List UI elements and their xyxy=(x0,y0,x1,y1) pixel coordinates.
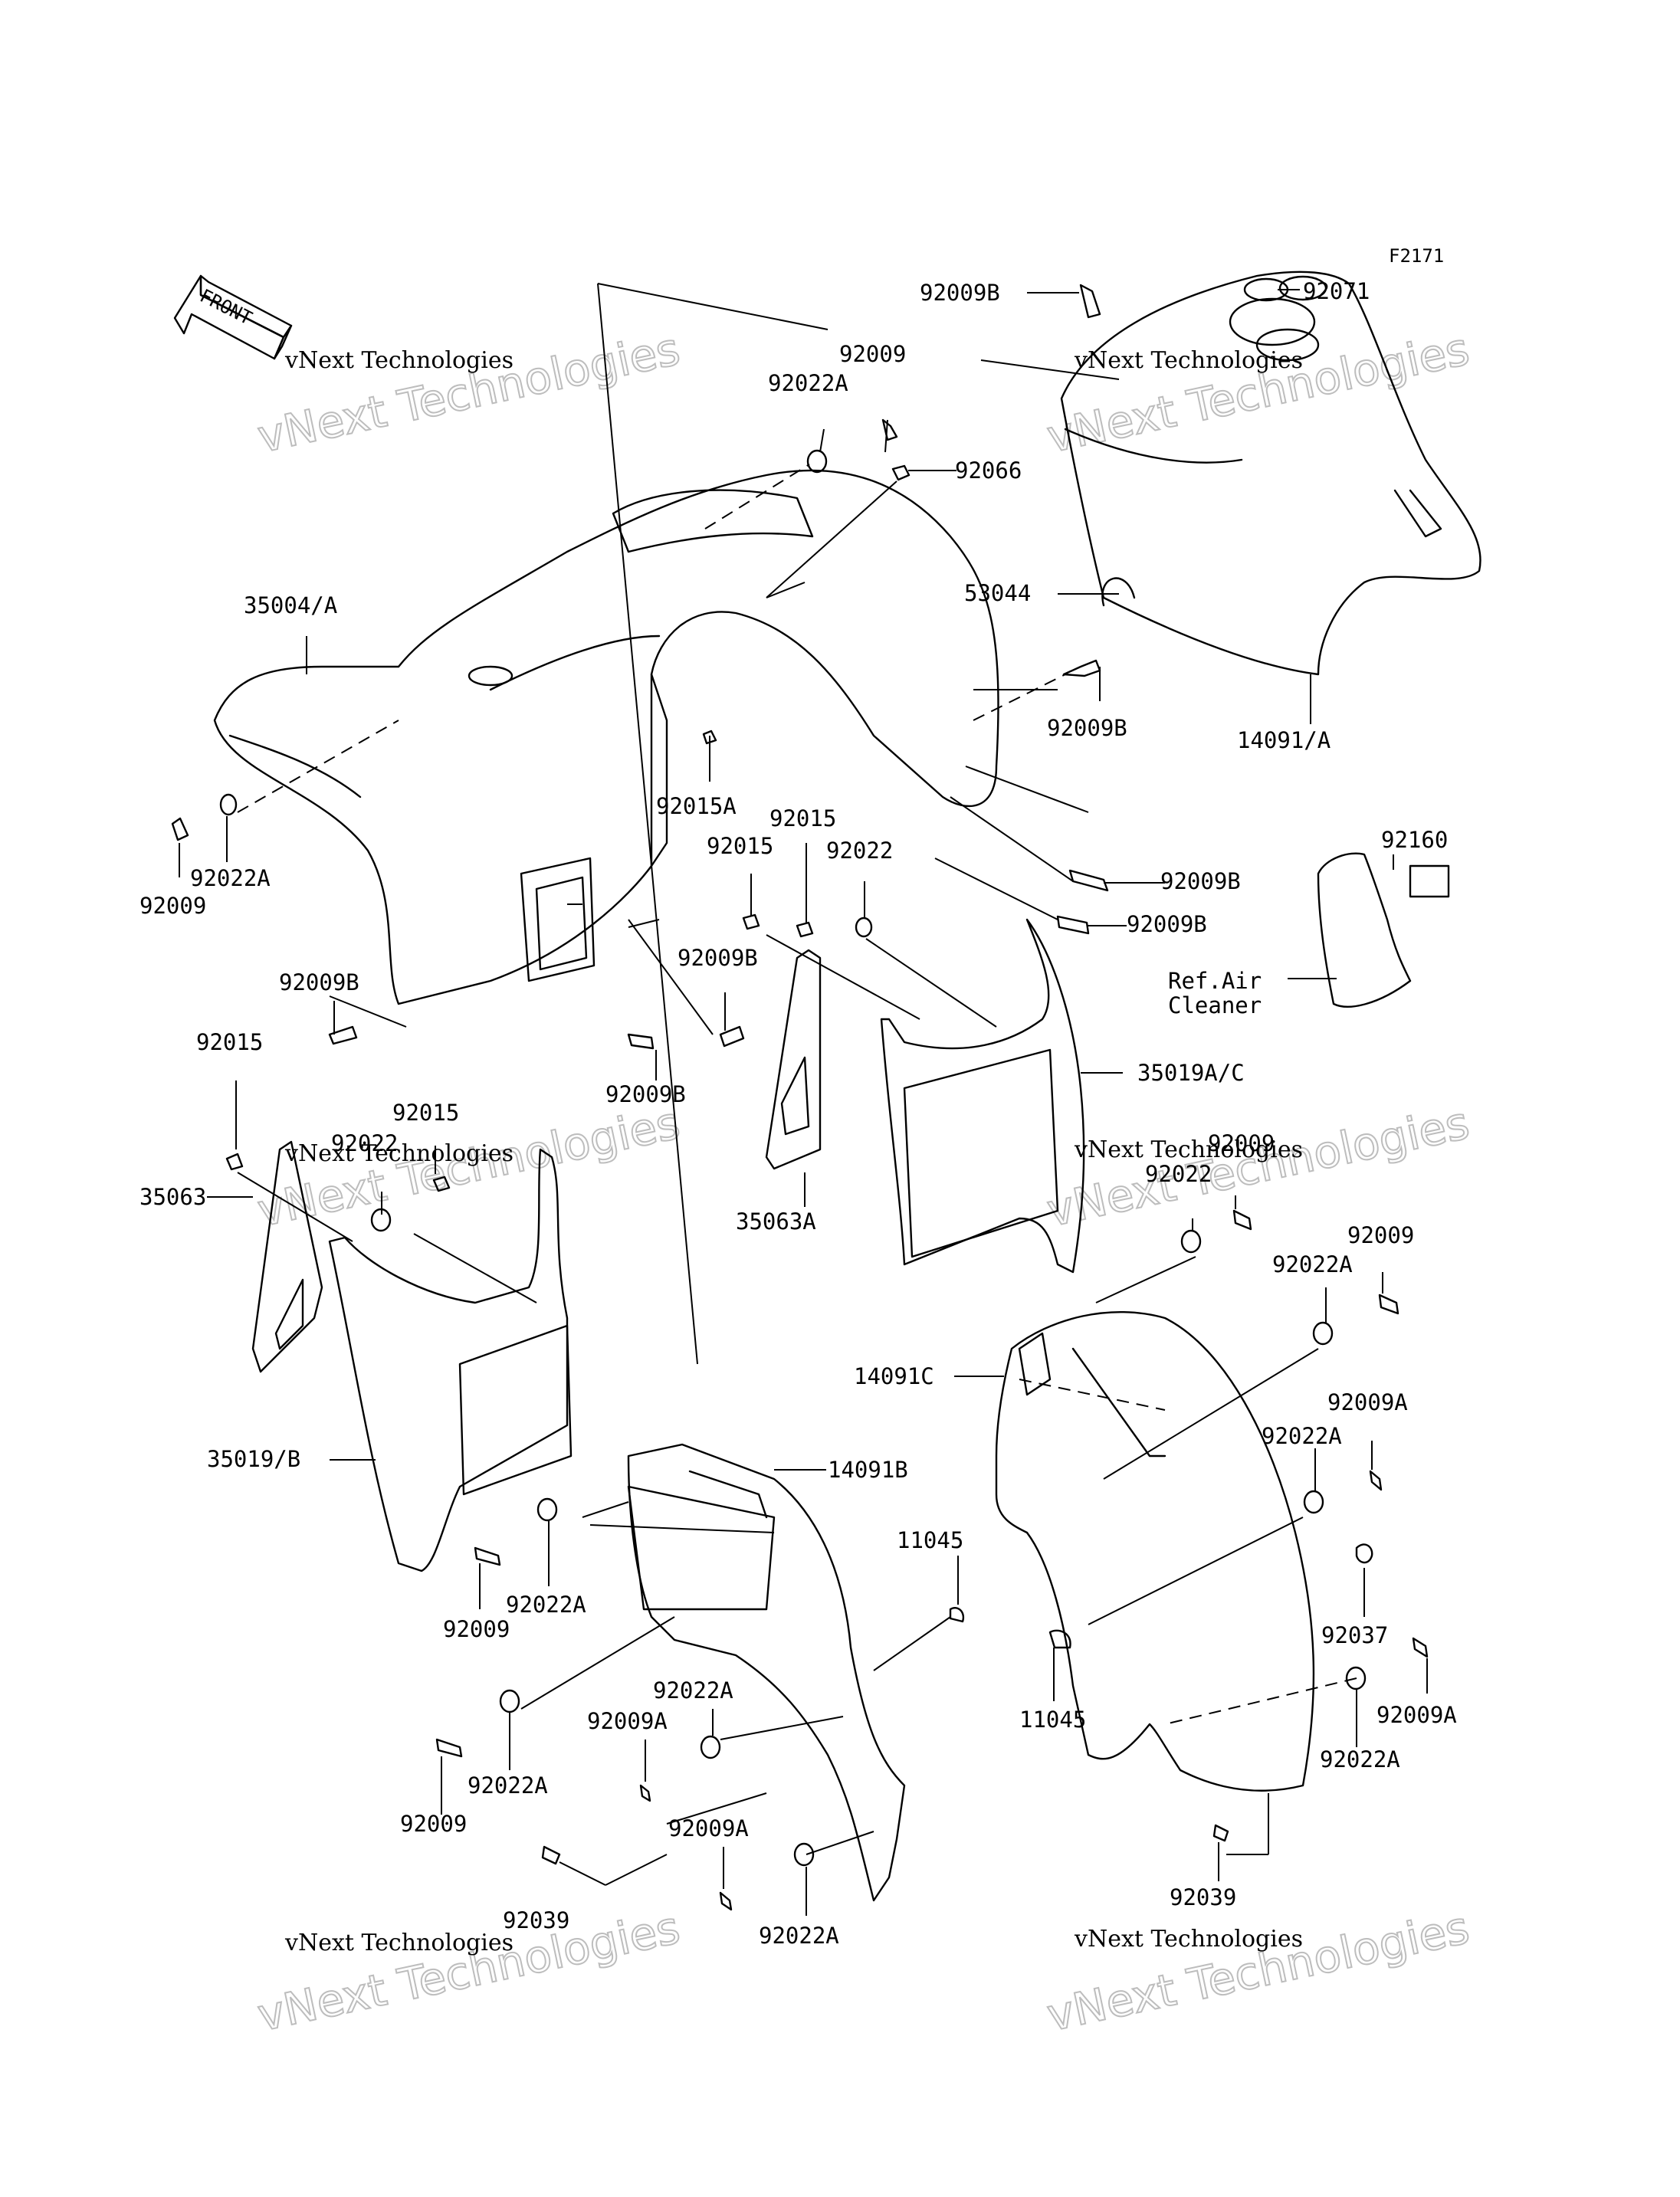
callout-label: 92009 xyxy=(139,893,206,919)
callout-label: 92009A xyxy=(668,1815,749,1841)
watermark-text: vNext Technologies xyxy=(284,1930,514,1956)
callout-label: 92015 xyxy=(392,1100,459,1126)
callout-label: 92022 xyxy=(826,838,893,864)
part-air-cleaner-ref xyxy=(1317,852,1450,1008)
watermark-text: vNext Technologies xyxy=(1074,347,1303,374)
part-bracket-35063 xyxy=(251,1140,323,1373)
callout-label: 92009 xyxy=(1347,1222,1414,1248)
callout-label: 92009A xyxy=(587,1708,668,1734)
callout-label: 92009B xyxy=(1127,911,1207,937)
svg-text:vNext Technologies: vNext Technologies xyxy=(1042,1097,1473,1237)
watermark-bottom-right: vNext Technologies xyxy=(1042,1900,1474,2042)
callout-label: 92015 xyxy=(196,1029,263,1055)
callout-label: 92066 xyxy=(955,457,1022,484)
callout-label: 92022A xyxy=(1320,1746,1400,1772)
front-arrow-icon: FRONT xyxy=(173,274,293,360)
svg-text:vNext Technologies: vNext Technologies xyxy=(253,323,684,463)
callout-label: 92022A xyxy=(506,1592,586,1618)
callout-label: 92022A xyxy=(1262,1423,1342,1449)
callout-label: 92015 xyxy=(769,805,836,831)
callout-label: 92022A xyxy=(653,1677,733,1703)
callout-label: 92009 xyxy=(1208,1130,1275,1156)
callout-label: 35063A xyxy=(736,1208,816,1235)
callout-label: 92009A xyxy=(1327,1389,1408,1415)
part-front-fender xyxy=(213,469,999,1005)
svg-text:vNext Technologies: vNext Technologies xyxy=(253,1901,684,2041)
svg-text:vNext Technologies: vNext Technologies xyxy=(1042,1901,1473,2041)
callout-label: 92009B xyxy=(279,969,359,995)
watermark-top-left: vNext Technologies xyxy=(252,322,684,464)
callout-label: 92160 xyxy=(1381,827,1448,853)
callout-label: 92009B xyxy=(678,945,758,971)
part-duct-14091B xyxy=(627,1443,906,1902)
callout-label: 92015 xyxy=(707,833,773,859)
callout-label: 92071 xyxy=(1303,278,1370,304)
callout-label: 92009 xyxy=(443,1616,510,1642)
part-53044 xyxy=(1101,577,1136,607)
callout-label: 92009B xyxy=(1047,715,1127,741)
callout-label: 92022A xyxy=(468,1772,548,1799)
callout-label: 92022A xyxy=(759,1923,839,1949)
callout-label: 92039 xyxy=(1170,1884,1236,1910)
watermark-text: vNext Technologies xyxy=(284,347,514,374)
callout-label: 92039 xyxy=(503,1907,569,1933)
callout-label: 92009 xyxy=(400,1811,467,1837)
fasteners xyxy=(171,284,1429,1911)
callout-label: 11045 xyxy=(1019,1707,1086,1733)
callout-label: 14091C xyxy=(854,1363,934,1389)
callout-label: 35019A/C xyxy=(1137,1060,1245,1086)
part-air-cleaner-cover xyxy=(1060,271,1481,676)
assembly-lines xyxy=(237,283,1357,1855)
callout-label: 35063 xyxy=(139,1184,206,1210)
watermark-text: vNext Technologies xyxy=(1074,1136,1303,1163)
callout-label: 14091B xyxy=(828,1457,908,1483)
watermark-bottom-left: vNext Technologies xyxy=(252,1900,684,2042)
callout-label: 14091/A xyxy=(1237,727,1331,753)
part-bracket-35063A xyxy=(765,949,822,1170)
part-inner-panel-a xyxy=(880,918,1085,1274)
callout-label: 35019/B xyxy=(207,1446,300,1472)
watermark-text: vNext Technologies xyxy=(284,1140,514,1167)
callout-label: 92015A xyxy=(656,793,737,819)
callout-label: Cleaner xyxy=(1168,992,1262,1018)
callout-label: 92022 xyxy=(1145,1161,1212,1187)
watermark-mid-right: vNext Technologies xyxy=(1042,1096,1474,1238)
callout-label: 92022 xyxy=(331,1130,398,1156)
callout-label: 92022A xyxy=(768,370,848,396)
callout-label: 92022A xyxy=(1272,1251,1353,1277)
callout-label: 92009B xyxy=(1160,868,1241,894)
callout-labels: 92009B 92071 92009 92022A 92066 35004/A … xyxy=(139,278,1457,1949)
part-duct-14091C xyxy=(995,1310,1315,1792)
figure-code: F2171 xyxy=(1389,245,1444,267)
callout-label: 92009 xyxy=(839,341,906,367)
callout-label: 92009B xyxy=(605,1081,686,1107)
callout-label: 92009A xyxy=(1376,1702,1457,1728)
callout-label: 11045 xyxy=(897,1527,963,1553)
watermark-text: vNext Technologies xyxy=(1074,1926,1303,1953)
callout-label: 92037 xyxy=(1321,1622,1388,1648)
callout-label: Ref.Air xyxy=(1168,968,1262,994)
callout-label: 53044 xyxy=(964,580,1031,606)
callout-label: 92022A xyxy=(190,865,271,891)
part-inner-panel-b xyxy=(328,1148,573,1572)
leader-lines xyxy=(179,289,1428,1916)
callout-label: 35004/A xyxy=(244,592,337,618)
callout-label: 92009B xyxy=(920,280,1000,306)
